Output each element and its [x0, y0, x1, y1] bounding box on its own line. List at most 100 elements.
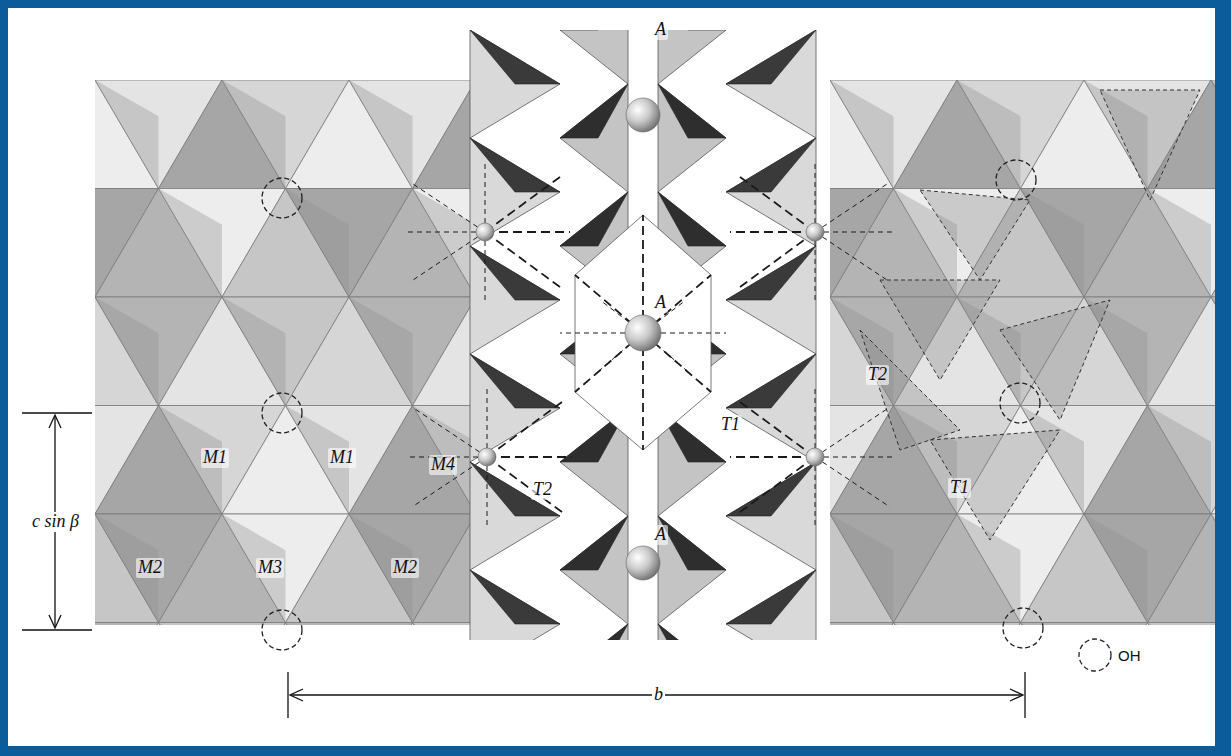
- dimension-label: c sin β: [30, 512, 81, 532]
- site-label: M2: [391, 558, 419, 578]
- octahedron-facet: [222, 297, 286, 406]
- octahedron-facet: [1084, 514, 1148, 623]
- octahedron-facet: [95, 80, 159, 189]
- tetrahedron-face: [470, 354, 560, 408]
- octahedron-facet: [349, 80, 413, 189]
- arrow-head: [49, 415, 61, 428]
- a-site-atom: [625, 315, 661, 351]
- octahedron-face: [95, 623, 159, 626]
- site-label: T1: [948, 478, 971, 498]
- coordination-line: [815, 232, 890, 282]
- tetrahedron: [560, 84, 628, 192]
- octahedron-facet: [1021, 189, 1085, 298]
- site-label: A: [653, 525, 668, 545]
- octahedron-face: [1148, 406, 1216, 515]
- tetrahedron-face: [470, 462, 560, 516]
- tetrahedron: [470, 30, 560, 138]
- oh-site: [262, 178, 302, 218]
- tetrahedron: [726, 354, 816, 462]
- overlay-tetrahedron: [860, 330, 960, 450]
- octahedron-facet: [957, 80, 1021, 189]
- tetrahedron-face: [658, 84, 726, 138]
- octahedron-face: [159, 623, 286, 626]
- site-label: T2: [866, 365, 889, 385]
- octahedron-face: [413, 297, 471, 406]
- tetrahedron: [470, 354, 560, 462]
- tetrahedron-face: [470, 138, 560, 192]
- m4-atom: [476, 223, 494, 241]
- octahedron-facet: [1148, 189, 1212, 298]
- octahedron-face: [1211, 80, 1215, 189]
- coordination-line: [485, 177, 560, 232]
- octahedron-face: [1211, 514, 1215, 623]
- octahedron-face: [1211, 406, 1215, 515]
- tetrahedron-face: [726, 246, 816, 300]
- octahedron-facet: [1211, 80, 1215, 189]
- coordination-line: [815, 457, 895, 458]
- dimension-label: b: [652, 685, 665, 705]
- cation-spheres: [476, 98, 824, 580]
- octahedron-facet: [413, 406, 471, 515]
- tetrahedron: [726, 246, 816, 354]
- octahedron-facet: [286, 189, 350, 298]
- coordination-line: [485, 232, 560, 287]
- octahedron-facet: [1021, 623, 1085, 626]
- arrow-head: [1010, 689, 1023, 701]
- site-label: T1: [719, 415, 742, 435]
- octahedron-facet: [1211, 514, 1215, 623]
- tetrahedron-face: [560, 624, 628, 640]
- octahedron-face: [413, 189, 471, 298]
- oh-site: [262, 393, 302, 433]
- octahedron-face: [413, 623, 471, 626]
- coordination-line: [487, 457, 562, 512]
- site-label: T2: [531, 480, 554, 500]
- tetrahedral-chains: [470, 30, 816, 640]
- tetrahedron-face: [726, 138, 816, 192]
- overlay-tetrahedron: [920, 190, 1030, 280]
- octahedron-facet: [349, 297, 413, 406]
- coordination-line: [740, 232, 815, 287]
- octahedron-facet: [286, 623, 350, 626]
- dimension-tick: [22, 412, 92, 413]
- tetrahedron: [470, 138, 560, 246]
- tetrahedron-face: [658, 624, 726, 640]
- tetrahedron: [470, 246, 560, 354]
- arrow-head: [290, 689, 303, 701]
- coordination-line: [815, 407, 890, 457]
- coordination-line: [485, 162, 486, 232]
- tetrahedron: [726, 138, 816, 246]
- coordination-line: [815, 162, 816, 232]
- octahedron-facet: [222, 80, 286, 189]
- octahedron-face: [1211, 189, 1215, 298]
- coordination-line: [487, 387, 488, 457]
- coordination-line: [740, 457, 815, 512]
- dimension-tick: [22, 629, 92, 630]
- coordination-line: [815, 182, 890, 232]
- tetrahedron-face: [726, 570, 816, 624]
- coordination-line: [815, 387, 816, 457]
- tetrahedron-face: [470, 570, 560, 624]
- tetrahedron: [658, 516, 726, 624]
- octahedron-facet: [830, 80, 894, 189]
- oh-site: [262, 610, 302, 650]
- coordination-line: [485, 232, 486, 302]
- m4-atom: [806, 448, 824, 466]
- tetrahedron: [658, 624, 726, 640]
- dimension-c: [22, 413, 92, 630]
- octahedron-face: [413, 80, 471, 189]
- coordination-line: [815, 232, 816, 302]
- legend-swatch: [1079, 639, 1111, 671]
- site-label: M3: [256, 558, 284, 578]
- octahedron-face: [1148, 623, 1216, 626]
- octahedron-facet: [222, 514, 286, 623]
- coordination-line: [412, 407, 487, 457]
- coordination-line: [405, 232, 485, 233]
- tetrahedron-face: [726, 462, 816, 516]
- site-label: M1: [328, 448, 356, 468]
- site-label: A: [653, 293, 668, 313]
- coordination-line: [410, 182, 485, 232]
- tetrahedron: [726, 570, 816, 640]
- coordination-lines: [405, 162, 895, 527]
- overlay-tetrahedron: [930, 430, 1060, 540]
